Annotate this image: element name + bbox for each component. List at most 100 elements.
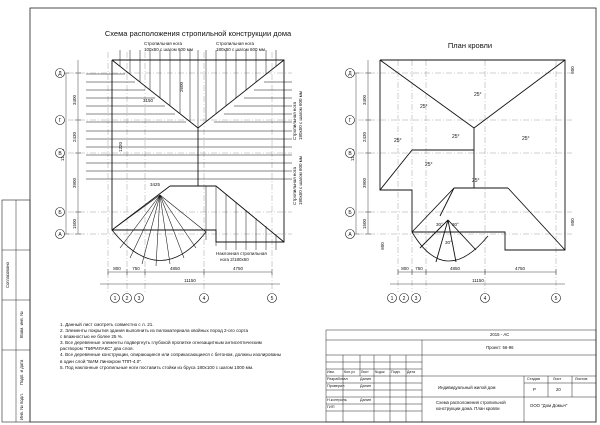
left-row-axis-a: А (58, 232, 62, 238)
left-dim-left-2: 2430 (72, 131, 77, 142)
left-label-valley: Наклонная стропильная (216, 251, 267, 256)
right-slope-4: 25° (452, 134, 460, 140)
left-col-axis-1: 1 (114, 296, 117, 302)
stamp-agreed: Согласовано (5, 262, 10, 288)
tb-head-kol: Кол.уч (344, 370, 355, 374)
left-dim-left-1: 3400 (72, 94, 77, 105)
note-line-1: 1. Данный лист смотреть совместно с л. 2… (60, 322, 154, 327)
right-slope-7: 25° (425, 162, 433, 168)
tb-role-5: ГИП (327, 405, 335, 409)
right-row-axis-v: В (348, 151, 352, 157)
tb-code: 2015 - АС (490, 332, 510, 337)
note-line-4: 3. Все деревянные элементы подвергнуть г… (60, 340, 262, 346)
tb-name-4: Далин (360, 398, 372, 402)
left-label-side-2: Стропильная нога (292, 167, 297, 205)
note-line-3: с влажностью не более 25 %. (60, 334, 124, 340)
left-row-axis-v: В (58, 151, 62, 157)
note-line-8: 5. Под наклонные стропильные ноги постав… (60, 364, 254, 370)
left-dim-inner-1: 3150 (143, 98, 154, 103)
right-axis-lines (358, 60, 572, 292)
left-bay-rafters (111, 194, 207, 267)
tb-head-sign: Подп. (391, 370, 401, 374)
right-dim-left-1: 3400 (362, 94, 367, 105)
right-col-axis-3: 3 (415, 296, 418, 302)
tb-role-2: Проверил (327, 384, 345, 388)
tb-stage-value: Р (533, 387, 536, 392)
right-row-axis-a: А (348, 232, 352, 238)
left-plan-title: Схема расположения стропильной конструкц… (105, 29, 292, 38)
tb-name-2: Далин (360, 384, 372, 388)
right-col-axis-2: 2 (403, 296, 406, 302)
left-label-side-1: Стропильная нога (292, 102, 297, 140)
tb-role-4: Н.контроль (327, 398, 347, 402)
left-axis-lines (68, 52, 292, 292)
right-dim-total-bottom: 11150 (472, 278, 484, 283)
right-col-axis-5: 5 (555, 296, 558, 302)
right-slope-8: 30° (436, 222, 443, 227)
side-stamp-lines (2, 200, 30, 422)
left-dim-bottom-3: 4850 (170, 266, 181, 271)
left-row-axis-b: Б (58, 210, 62, 216)
note-line-5: раствором "ПИРИЛАКС" два слоя. (60, 346, 134, 352)
left-label-valley2: нога 2/180х50 (220, 257, 249, 262)
right-dim-side-3: 600 (380, 242, 385, 250)
left-label-rafter-a: Стропильная нога (144, 41, 182, 46)
tb-sheet-title-2: конструкции дома. План кровли (436, 406, 500, 411)
left-col-axis-markers (110, 293, 277, 303)
left-dim-inner-2: 2600 (179, 81, 184, 92)
left-dim-left-4: 1500 (72, 218, 77, 229)
left-col-axis-4: 4 (203, 296, 206, 302)
tb-head-list: Лист (361, 370, 369, 374)
left-label-side-2b: 180х50 с шагом 600 мм (298, 156, 303, 205)
left-dim-inner-3: 1220 (118, 141, 123, 152)
tb-object: Индивидуальный жилой дом (438, 385, 496, 390)
tb-name-1: Далин (360, 377, 372, 381)
left-dim-bottom-4: 4750 (233, 266, 244, 271)
left-rafters-vertical (119, 50, 277, 250)
right-slope-5: 25° (522, 136, 530, 142)
right-slope-1: 25° (474, 92, 482, 98)
right-col-axis-1: 1 (391, 296, 394, 302)
left-col-axis-3: 3 (138, 296, 141, 302)
note-line-7: в один слой "БИМ Линокром ТПП-4.0". (60, 358, 143, 364)
right-col-axis-markers (387, 293, 561, 303)
right-dim-side-2: 600 (570, 218, 575, 226)
right-slope-9: 30° (452, 222, 459, 227)
right-slope-3: 25° (394, 138, 402, 144)
left-label-side-1b: 180х50 с шагом 600 мм (298, 91, 303, 140)
right-dim-bottom-2: 750 (415, 266, 423, 271)
right-row-axis-markers (345, 68, 355, 239)
left-dim-total-bottom: 11150 (184, 278, 196, 283)
tb-company: ООО "Дом Домыч" (530, 403, 568, 408)
stamp-inv-original: Инв. № подл. (19, 393, 24, 420)
stamp-sign-date: Подп. и дата (19, 359, 24, 385)
left-dim-bottom-1: 800 (113, 266, 121, 271)
left-row-axis-g: Г (59, 118, 62, 124)
left-col-axis-2: 2 (126, 296, 129, 302)
right-row-axis-g: Г (349, 118, 352, 124)
right-col-axis-4: 4 (484, 296, 487, 302)
right-slope-2: 25° (420, 104, 428, 110)
right-row-axis-d: Д (348, 71, 352, 77)
tb-head-izm: Изм. (327, 370, 335, 374)
left-rafters-horizontal (86, 73, 292, 180)
left-label-rafter-a2: 100х50 с шагом 600 мм (144, 47, 193, 52)
right-dim-left-2: 2430 (362, 131, 367, 142)
tb-sheet-title-1: Схема расположения стропильной (436, 400, 506, 405)
tb-project: Проект: 56-96 (486, 345, 514, 350)
right-dim-bottom-3: 4850 (450, 266, 461, 271)
right-roof-outline (379, 59, 566, 263)
left-dimension-lines (63, 60, 280, 285)
right-dim-side-1: 600 (570, 66, 575, 74)
right-row-axis-b: Б (348, 210, 352, 216)
right-dim-left-3: 3900 (362, 177, 367, 188)
left-dim-left-3: 3900 (72, 177, 77, 188)
stamp-replace-inv: Взам. инв. № (19, 311, 24, 338)
right-slope-6: 25° (472, 178, 480, 184)
left-dim-bottom-2: 750 (132, 266, 140, 271)
right-dimension-lines (353, 60, 565, 285)
tb-role-1: Разработал (327, 377, 348, 381)
general-notes: 1. Данный лист смотреть совместно с л. 2… (60, 322, 320, 371)
left-dim-inner-4: 3425 (150, 182, 161, 187)
